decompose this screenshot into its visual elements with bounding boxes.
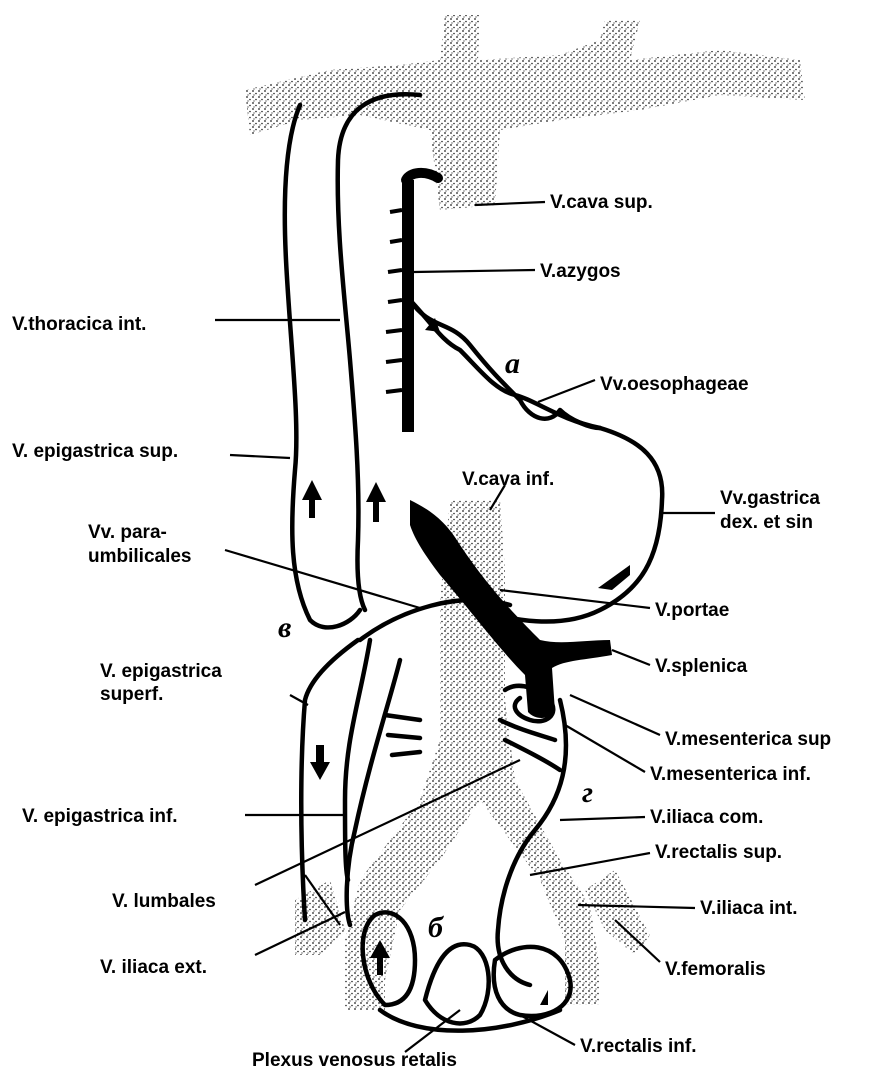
- label-azygos: V.azygos: [540, 261, 621, 282]
- label-thoracica-int: V.thoracica int.: [12, 314, 146, 335]
- azygos-vein: [406, 173, 438, 180]
- label-epigastrica-inf: V. epigastrica inf.: [22, 806, 178, 827]
- arrow-plexus-right: [540, 990, 548, 1005]
- marker-a: a: [505, 347, 520, 380]
- label-mesenterica-inf: V.mesenterica inf.: [650, 764, 811, 785]
- arrow-up-mid: [366, 482, 386, 522]
- label-paraumb-2: umbilicales: [88, 546, 192, 567]
- lead-splenica: [612, 650, 650, 665]
- label-cava-inf: V.cava inf.: [462, 469, 554, 490]
- arrow-up-left: [302, 480, 322, 518]
- label-iliaca-ext: V. iliaca ext.: [100, 957, 207, 978]
- labels: V.cava sup. V.azygos V.thoracica int. Vv…: [12, 192, 831, 1071]
- label-gastrica-2: dex. et sin: [720, 512, 813, 533]
- lead-epigastrica-sup: [230, 455, 290, 458]
- lead-mes-inf: [565, 725, 645, 772]
- plexus-ring-right: [494, 947, 571, 1016]
- label-splenica: V.splenica: [655, 656, 748, 677]
- brachiocephalic-trunk: [245, 15, 805, 210]
- label-rectalis-sup: V.rectalis sup.: [655, 842, 782, 863]
- arrow-gastric: [598, 565, 630, 590]
- lead-paraumb: [225, 550, 420, 608]
- label-rectalis-inf: V.rectalis inf.: [580, 1036, 697, 1057]
- label-iliaca-com: V.iliaca com.: [650, 807, 763, 828]
- marker-v: в: [278, 611, 291, 644]
- label-epig-superf-1: V. epigastrica: [100, 661, 222, 682]
- lead-oesophageae: [538, 380, 595, 402]
- label-mesenterica-sup: V.mesenterica sup: [665, 729, 831, 750]
- lead-azygos: [414, 270, 535, 272]
- azygos-ticks: [386, 210, 402, 392]
- epigastrica-inf: [345, 640, 370, 880]
- label-femoralis: V.femoralis: [665, 959, 766, 980]
- lead-rectalis-inf: [520, 1015, 575, 1045]
- label-epigastrica-sup: V. epigastrica sup.: [12, 441, 178, 462]
- marker-g: г: [582, 776, 593, 809]
- lumbal-ticks: [385, 715, 420, 755]
- label-oesophageae: Vv.oesophageae: [600, 374, 749, 395]
- solid-veins: [386, 173, 612, 718]
- label-iliaca-int: V.iliaca int.: [700, 898, 798, 919]
- label-plexus: Plexus venosus retalis: [252, 1050, 457, 1071]
- azygos-trunk: [402, 180, 414, 432]
- label-paraumb-1: Vv. para-: [88, 522, 167, 543]
- label-lumbales: V. lumbales: [112, 891, 216, 912]
- marker-b: б: [428, 911, 444, 944]
- label-portae: V.portae: [655, 600, 729, 621]
- arrow-down-left: [310, 745, 330, 780]
- lead-mes-sup: [570, 695, 660, 735]
- label-gastrica-1: Vv.gastrica: [720, 488, 820, 509]
- label-cava-sup: V.cava sup.: [550, 192, 653, 213]
- lead-iliaca-com: [560, 817, 645, 820]
- label-epig-superf-2: superf.: [100, 684, 163, 705]
